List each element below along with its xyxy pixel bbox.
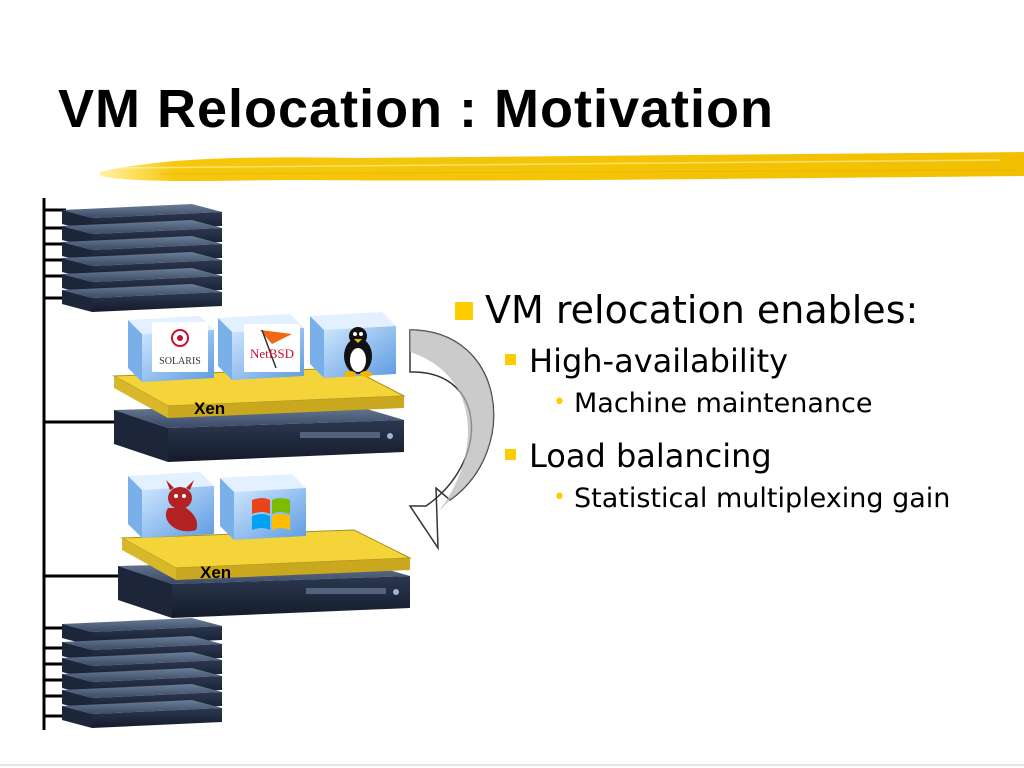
linux-tux-icon xyxy=(344,327,372,377)
vm-solaris: SOLARIS xyxy=(128,316,214,382)
freebsd-daemon-icon xyxy=(165,480,198,532)
square-bullet-icon xyxy=(455,302,473,320)
bullet-load-balancing: Load balancing xyxy=(505,437,1020,475)
vm-netbsd: NetBSD xyxy=(218,314,304,380)
xen-label-2: Xen xyxy=(200,563,231,582)
square-bullet-icon xyxy=(505,449,516,460)
windows-logo-icon xyxy=(252,498,290,530)
vm-label-solaris: SOLARIS xyxy=(159,356,201,367)
bullet-main: VM relocation enables: xyxy=(455,288,1020,332)
bullet-text: Load balancing xyxy=(529,437,772,475)
bullet-text: High-availability xyxy=(529,342,789,380)
vm-freebsd xyxy=(128,472,214,538)
migration-diagram: Xen SOLARIS NetBSD xyxy=(42,198,495,730)
sub-bullet-text: Statistical multiplexing gain xyxy=(573,483,951,514)
sub-bullet-statistical-multiplexing: • Statistical multiplexing gain xyxy=(553,483,1020,514)
bullet-main-text: VM relocation enables: xyxy=(485,288,919,332)
dot-bullet-icon: • xyxy=(553,390,566,415)
sub-bullet-text: Machine maintenance xyxy=(573,388,873,419)
highlighter-stroke xyxy=(100,152,1024,181)
vm-windows xyxy=(220,474,306,540)
bullet-high-availability: High-availability xyxy=(505,342,1020,380)
netbsd-logo-icon xyxy=(260,329,292,369)
slide-title: VM Relocation : Motivation xyxy=(58,79,775,139)
server-rack-top xyxy=(62,204,222,312)
square-bullet-icon xyxy=(505,354,516,365)
dot-bullet-icon: • xyxy=(553,485,566,510)
vm-label-netbsd: NetBSD xyxy=(250,346,294,361)
bullet-list: VM relocation enables: High-availability… xyxy=(455,288,1020,532)
xen-label-1: Xen xyxy=(194,399,225,418)
bottom-rule xyxy=(0,764,1024,766)
solaris-logo-icon xyxy=(171,329,189,347)
server-rack-bottom xyxy=(62,618,222,728)
sub-bullet-machine-maintenance: • Machine maintenance xyxy=(553,388,1020,419)
vm-linux xyxy=(310,312,396,378)
